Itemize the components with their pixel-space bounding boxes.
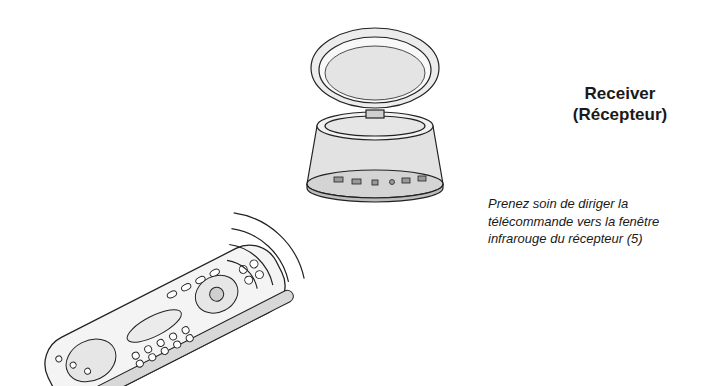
infrared-waves	[227, 213, 304, 289]
remote-control	[35, 235, 296, 386]
wave-arc	[231, 229, 288, 282]
wave-arc	[234, 213, 304, 279]
receiver-label: Receiver	[560, 84, 680, 104]
note-text: Prenez soin de diriger la télécommande v…	[488, 195, 693, 248]
receiver-label: (Récepteur)	[560, 105, 680, 125]
wave-arc	[229, 245, 273, 286]
receiver-illustration	[307, 28, 443, 202]
wave-arc	[227, 260, 257, 288]
